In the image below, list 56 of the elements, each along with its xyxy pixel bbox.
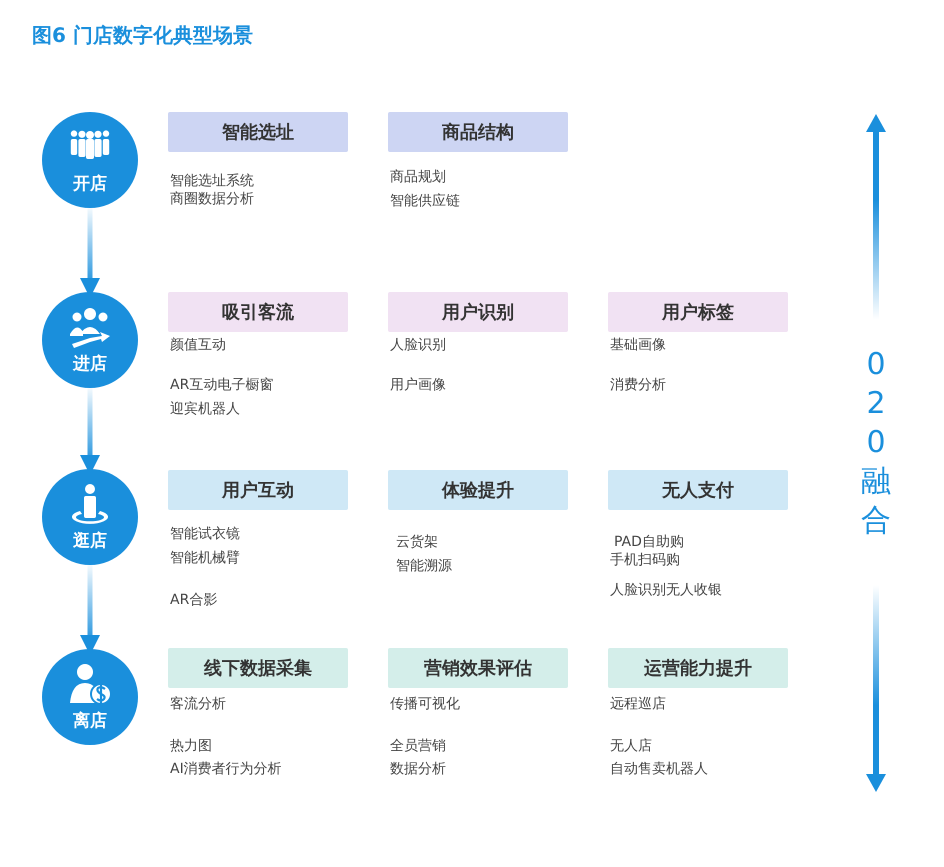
feature-item: 云货架 — [396, 533, 438, 551]
feature-item: 自动售卖机器人 — [610, 760, 708, 778]
title: 图6 门店数字化典型场景 — [32, 22, 253, 49]
feature-item: 用户画像 — [390, 376, 446, 394]
feature-item: 迎宾机器人 — [170, 400, 240, 418]
feature-item: 智能机械臂 — [170, 549, 240, 567]
feature-item: 消费分析 — [610, 376, 666, 394]
category-box — [388, 292, 568, 332]
category-title: 运营能力提升 — [644, 657, 752, 680]
category-title: 吸引客流 — [222, 301, 294, 324]
category-box — [388, 470, 568, 510]
feature-item: AI消费者行为分析 — [170, 760, 282, 778]
category-box — [388, 648, 568, 688]
feature-item: 人脸识别无人收银 — [610, 581, 722, 599]
feature-item: 商圈数据分析 — [170, 190, 254, 208]
feature-item: 颜值互动 — [170, 336, 226, 354]
feature-item: 智能试衣镜 — [170, 525, 240, 543]
category-box — [168, 292, 348, 332]
feature-item: 智能选址系统 — [170, 172, 254, 190]
category-title: 无人支付 — [662, 479, 734, 502]
feature-item: 手机扫码购 — [610, 551, 680, 569]
feature-item: 无人店 — [610, 737, 652, 755]
feature-item: 基础画像 — [610, 336, 666, 354]
feature-item: PAD自助购 — [614, 533, 684, 551]
feature-item: 传播可视化 — [390, 695, 460, 713]
feature-item: 人脸识别 — [390, 336, 446, 354]
stage-label: 离店 — [72, 710, 108, 732]
feature-item: 客流分析 — [170, 695, 226, 713]
category-title: 营销效果评估 — [424, 657, 532, 680]
category-title: 商品结构 — [442, 121, 514, 144]
stage-label: 开店 — [72, 173, 108, 195]
feature-item: 智能溯源 — [396, 557, 452, 575]
category-title: 用户互动 — [222, 479, 294, 502]
feature-item: 数据分析 — [390, 760, 446, 778]
category-box — [168, 112, 348, 152]
feature-item: 商品规划 — [390, 168, 446, 186]
feature-item: 全员营销 — [390, 737, 446, 755]
stage-label: 逛店 — [72, 530, 108, 552]
category-title: 线下数据采集 — [204, 657, 312, 680]
feature-item: AR互动电子橱窗 — [170, 376, 274, 394]
category-box — [608, 292, 788, 332]
category-box — [168, 470, 348, 510]
category-box — [608, 648, 788, 688]
category-title: 体验提升 — [442, 479, 514, 502]
category-box — [388, 112, 568, 152]
feature-item: 热力图 — [170, 737, 212, 755]
feature-item: 智能供应链 — [390, 192, 460, 210]
stage-label: 进店 — [72, 353, 108, 375]
category-title: 用户识别 — [442, 301, 514, 324]
category-box — [608, 470, 788, 510]
category-title: 智能选址 — [222, 121, 294, 144]
feature-item: 远程巡店 — [610, 695, 666, 713]
category-title: 用户标签 — [662, 301, 734, 324]
vertical-caption: 020融合 — [861, 346, 891, 540]
feature-item: AR合影 — [170, 591, 218, 609]
category-box — [168, 648, 348, 688]
